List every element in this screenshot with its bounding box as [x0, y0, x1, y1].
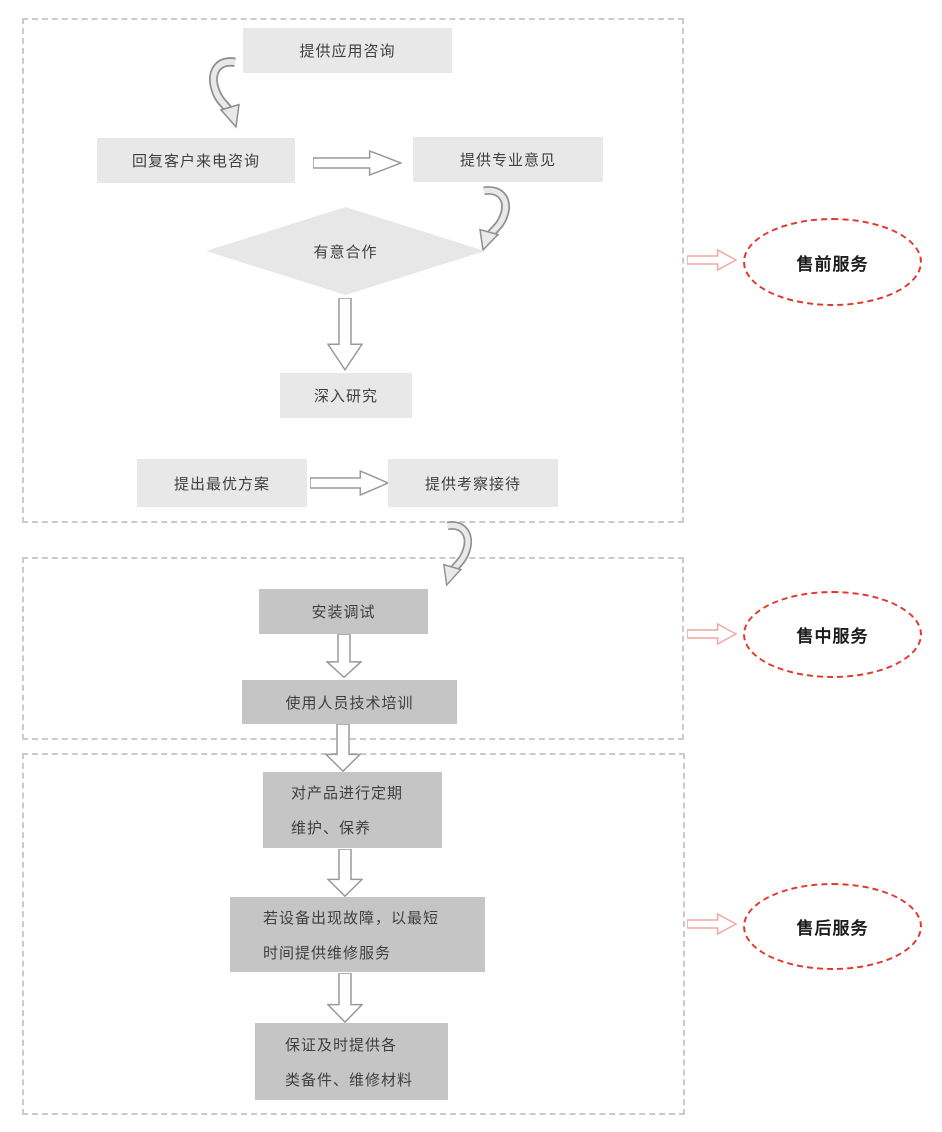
box-staff-training-label: 使用人员技术培训 [285, 694, 414, 712]
right-arrow-icon [313, 150, 402, 176]
box-reply-calls: 回复客户来电咨询 [97, 138, 295, 183]
down-arrow-icon [327, 298, 363, 371]
box-periodic-maintenance-line2: 维护、保养 [291, 820, 372, 837]
box-reply-calls-label: 回复客户来电咨询 [131, 153, 260, 170]
decision-cooperation-label: 有意合作 [313, 243, 378, 261]
box-periodic-maintenance: 对产品进行定期 维护、保养 [263, 772, 442, 848]
curved-down-arrow-icon [478, 186, 510, 252]
box-fast-repair-line2: 时间提供维修服务 [263, 944, 392, 962]
ellipse-insale-label: 售中服务 [796, 627, 869, 646]
box-application-consult-label: 提供应用咨询 [299, 43, 396, 60]
box-research: 深入研究 [280, 373, 412, 418]
box-professional-advice-label: 提供专业意见 [459, 152, 556, 169]
box-research-label: 深入研究 [313, 388, 378, 405]
box-fast-repair: 若设备出现故障，以最短 时间提供维修服务 [230, 897, 485, 972]
box-install-debug: 安装调试 [259, 589, 428, 634]
box-fast-repair-line1: 若设备出现故障，以最短 [263, 909, 440, 927]
decision-cooperation: 有意合作 [206, 207, 485, 295]
box-professional-advice: 提供专业意见 [413, 137, 603, 182]
ellipse-aftersale: 售后服务 [743, 883, 922, 970]
box-best-proposal-label: 提出最优方案 [173, 475, 270, 493]
box-staff-training: 使用人员技术培训 [242, 680, 457, 724]
curved-down-arrow-icon [442, 521, 472, 587]
ellipse-aftersale-label: 售后服务 [796, 919, 869, 938]
section-presale [22, 18, 684, 523]
red-right-arrow-icon [687, 248, 738, 272]
ellipse-insale: 售中服务 [743, 591, 922, 678]
curved-down-arrow-icon [209, 57, 241, 129]
box-spare-parts: 保证及时提供各 类备件、维修材料 [255, 1023, 448, 1100]
ellipse-presale: 售前服务 [743, 218, 922, 306]
box-best-proposal: 提出最优方案 [137, 459, 307, 507]
box-application-consult: 提供应用咨询 [243, 28, 452, 73]
down-arrow-icon [325, 724, 361, 772]
box-spare-parts-line2: 类备件、维修材料 [285, 1071, 414, 1089]
down-arrow-icon [327, 973, 363, 1023]
down-arrow-icon [326, 634, 362, 678]
box-spare-parts-line1: 保证及时提供各 [285, 1036, 398, 1054]
box-site-visit: 提供考察接待 [388, 459, 558, 507]
red-right-arrow-icon [687, 912, 738, 936]
right-arrow-icon [310, 470, 389, 496]
red-right-arrow-icon [687, 622, 738, 646]
box-periodic-maintenance-line1: 对产品进行定期 [291, 785, 404, 802]
ellipse-presale-label: 售前服务 [796, 254, 869, 274]
section-insale [22, 557, 684, 740]
box-install-debug-label: 安装调试 [311, 604, 376, 621]
down-arrow-icon [327, 849, 363, 897]
box-site-visit-label: 提供考察接待 [424, 475, 521, 493]
